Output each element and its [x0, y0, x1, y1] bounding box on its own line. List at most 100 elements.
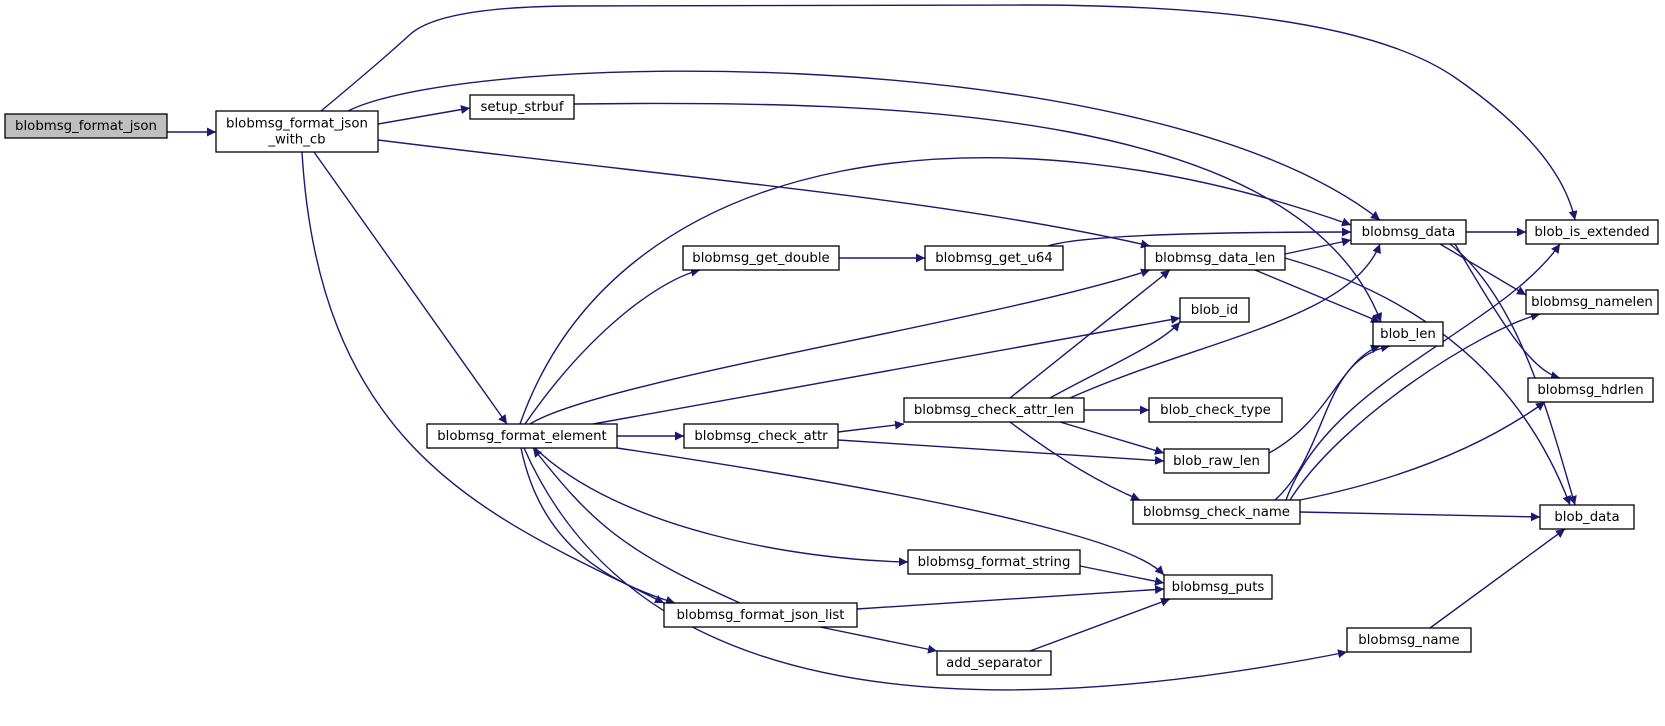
node-blobmsg-get-u64[interactable]: blobmsg_get_u64: [924, 245, 1064, 271]
node-box: [1179, 297, 1250, 323]
node-box: [215, 110, 379, 153]
edge-line: [837, 439, 1165, 465]
edge-line: [1299, 401, 1546, 501]
edge-blobmsg_data_len-to-blobmsg_data: [1284, 237, 1352, 255]
edge-blobmsg_check_name-to-blob_len: [1274, 343, 1391, 501]
edge-line: [523, 447, 1348, 691]
node-blobmsg-format-element[interactable]: blobmsg_format_element: [426, 423, 618, 449]
node-label: blobmsg_get_double: [692, 251, 829, 266]
edge-line: [377, 105, 471, 125]
node-blobmsg-format-json[interactable]: blobmsg_format_json: [4, 113, 168, 139]
node-blobmsg-data[interactable]: blobmsg_data: [1350, 219, 1467, 245]
node-label: blobmsg_puts: [1172, 580, 1265, 595]
edge-blobmsg_data-to-blobmsg_namelen: [1439, 243, 1527, 296]
edge-line: [524, 267, 701, 425]
node-box: [663, 602, 858, 628]
node-label: blob_id: [1191, 303, 1239, 318]
edge-line: [1274, 343, 1391, 501]
node-label: blobmsg_format_string: [918, 555, 1071, 570]
node-label: setup_strbuf: [481, 100, 564, 115]
node-blobmsg-check-attr-len[interactable]: blobmsg_check_attr_len: [903, 397, 1085, 423]
edge-line: [1284, 257, 1572, 506]
node-blobmsg-check-name[interactable]: blobmsg_check_name: [1132, 499, 1301, 525]
node-add-separator[interactable]: add_separator: [936, 650, 1052, 676]
node-blob-is-extended[interactable]: blob_is_extended: [1525, 219, 1659, 245]
edge-line: [573, 102, 1382, 323]
node-setup-strbuf[interactable]: setup_strbuf: [469, 94, 575, 120]
edge-line: [1449, 243, 1577, 506]
node-blobmsg-format-json-with-cb[interactable]: blobmsg_format_json_with_cb: [215, 110, 379, 153]
edge-line: [529, 268, 1151, 425]
edge-blobmsg_data-to-blobmsg_hdrlen: [1454, 243, 1561, 381]
edge-line: [1268, 344, 1381, 454]
node-blobmsg-namelen[interactable]: blobmsg_namelen: [1525, 289, 1659, 315]
edge-blobmsg_format_json_with_cb-to-blobmsg_format_json_list: [301, 151, 665, 604]
node-box: [1525, 219, 1659, 245]
node-label: blob_is_extended: [1534, 225, 1649, 240]
node-label: blobmsg_data_len: [1155, 251, 1276, 266]
edge-setup_strbuf-to-blob_len: [573, 102, 1382, 323]
node-blob-data[interactable]: blob_data: [1539, 504, 1635, 530]
node-blobmsg-hdrlen[interactable]: blobmsg_hdrlen: [1527, 377, 1654, 403]
node-box: [1148, 397, 1283, 423]
node-box: [1527, 377, 1654, 403]
edge-blobmsg_format_element-to-blobmsg_data: [519, 157, 1352, 425]
node-label: blob_len: [1380, 327, 1436, 342]
node-blobmsg-format-string[interactable]: blobmsg_format_string: [907, 549, 1081, 575]
edge-line: [301, 151, 665, 604]
edge-line: [1289, 311, 1541, 501]
edge-blobmsg_check_name-to-blobmsg_namelen: [1289, 311, 1541, 501]
edge-line: [313, 151, 508, 425]
node-box: [1132, 499, 1301, 525]
node-label: blobmsg_format_json: [226, 117, 368, 132]
node-box: [426, 423, 618, 449]
node-label: blobmsg_format_json: [15, 119, 157, 134]
edge-blobmsg_format_json_with_cb-to-blobmsg_data_len: [377, 139, 1151, 249]
edge-line: [837, 420, 905, 433]
node-box: [1350, 219, 1467, 245]
edge-blobmsg_get_u64-to-blobmsg_data: [1047, 227, 1352, 247]
node-blobmsg-puts[interactable]: blobmsg_puts: [1163, 574, 1273, 600]
node-blobmsg-data-len[interactable]: blobmsg_data_len: [1144, 245, 1286, 271]
edge-blobmsg_data_len-to-blob_len: [1254, 269, 1381, 323]
edge-blob_raw_len-to-blob_len: [1268, 344, 1381, 454]
node-blob-raw-len[interactable]: blob_raw_len: [1163, 448, 1270, 474]
node-box: [1346, 627, 1472, 653]
edge-blobmsg_check_attr-to-blobmsg_check_attr_len: [837, 420, 905, 433]
node-box: [907, 549, 1081, 575]
edge-line: [819, 626, 938, 654]
edge-blobmsg_format_json_with_cb-to-blobmsg_data: [347, 70, 1381, 221]
edge-blobmsg_format_string-to-blobmsg_puts: [1079, 565, 1165, 586]
edge-blobmsg_check_attr_len-to-blobmsg_data: [1069, 243, 1381, 399]
edge-line: [1299, 511, 1541, 522]
node-box: [682, 245, 840, 271]
node-label: blobmsg_format_json_list: [676, 608, 844, 623]
edge-blobmsg_data_len-to-blob_data: [1284, 257, 1572, 506]
node-label: blobmsg_namelen: [1531, 295, 1653, 310]
node-label: blobmsg_check_name: [1143, 505, 1290, 520]
node-box: [4, 113, 168, 139]
node-blob-len[interactable]: blob_len: [1372, 321, 1444, 347]
edge-line: [1254, 269, 1381, 323]
edge-blobmsg_name-to-blob_data: [1429, 528, 1566, 629]
node-blobmsg-name[interactable]: blobmsg_name: [1346, 627, 1472, 653]
edge-blobmsg_format_element-to-blobmsg_format_json_list: [520, 447, 676, 605]
node-blob-check-type[interactable]: blob_check_type: [1148, 397, 1283, 423]
node-label: blob_data: [1554, 510, 1619, 525]
node-blobmsg-get-double[interactable]: blobmsg_get_double: [682, 245, 840, 271]
node-label: blobmsg_data: [1362, 225, 1456, 240]
edge-blobmsg_format_element-to-blobmsg_data_len: [529, 268, 1151, 425]
node-box: [1163, 574, 1273, 600]
edge-blobmsg_format_json_with_cb-to-setup_strbuf: [377, 105, 471, 125]
edge-line: [520, 447, 676, 605]
edge-add_separator-to-blobmsg_puts: [1029, 597, 1171, 652]
node-label: blobmsg_check_attr: [694, 429, 828, 444]
edge-blobmsg_check_attr_len-to-blob_raw_len: [1059, 421, 1165, 455]
node-blobmsg-check-attr[interactable]: blobmsg_check_attr: [683, 423, 839, 449]
node-blob-id[interactable]: blob_id: [1179, 297, 1250, 323]
edge-blobmsg_format_json_with_cb-to-blob_is_extended: [320, 4, 1578, 221]
node-box: [469, 94, 575, 120]
edge-line: [519, 157, 1352, 425]
node-blobmsg-format-json-list[interactable]: blobmsg_format_json_list: [663, 602, 858, 628]
